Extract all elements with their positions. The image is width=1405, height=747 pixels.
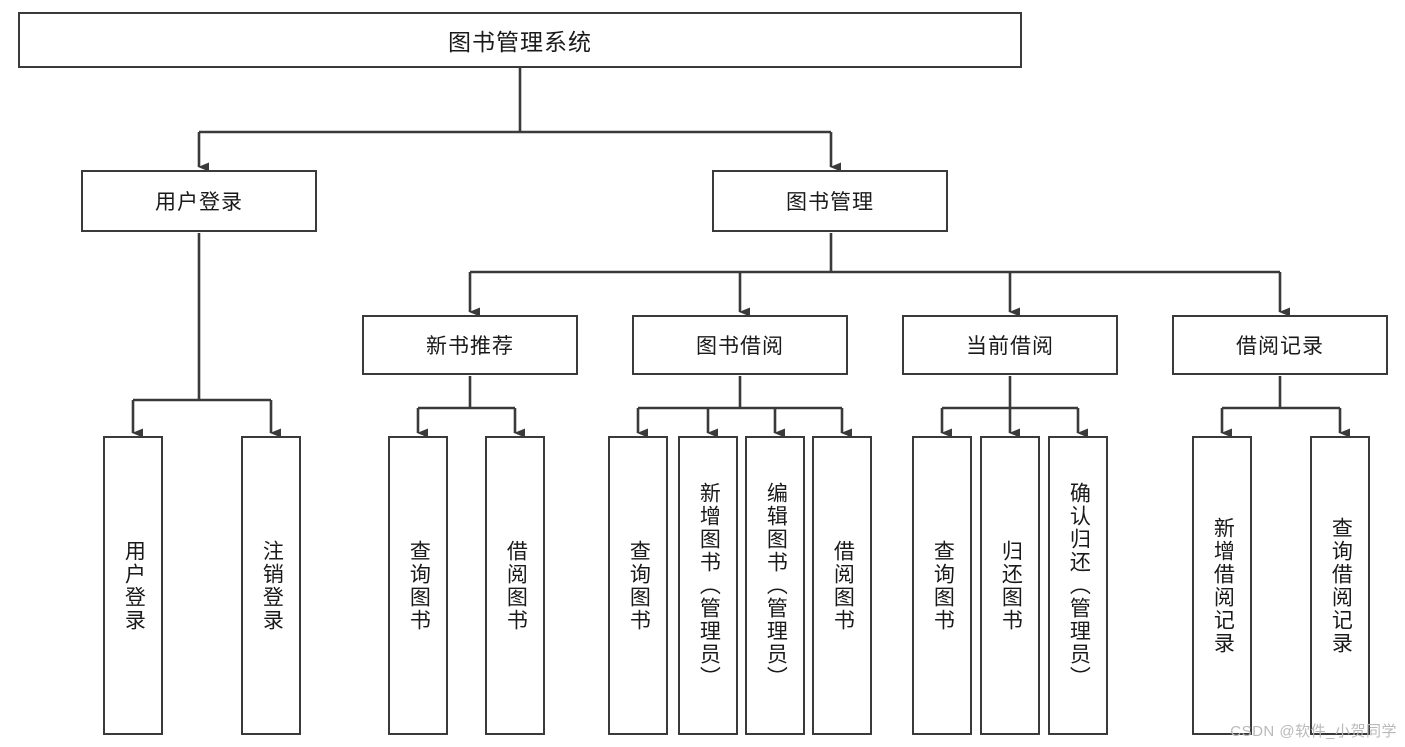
leaf-current-return-book[interactable]: 归还图书 [980,436,1040,735]
node-book-borrow[interactable]: 图书借阅 [632,315,848,375]
leaf-record-add-record[interactable]: 新增借阅记录 [1192,436,1252,735]
node-root-label: 图书管理系统 [448,29,592,55]
leaf-user-login-logout[interactable]: 注销登录 [241,436,301,735]
leaf-record-query-record[interactable]: 查询借阅记录 [1310,436,1370,735]
leaf-label: 确认归还（管理员） [1067,482,1091,689]
leaf-label: 借阅图书 [831,539,855,632]
node-borrow-record[interactable]: 借阅记录 [1172,315,1388,375]
leaf-label: 新增借阅记录 [1211,516,1235,655]
node-new-book-recommend-label: 新书推荐 [426,335,514,358]
leaf-user-login-login[interactable]: 用户登录 [103,436,163,735]
node-borrow-record-label: 借阅记录 [1236,335,1324,358]
node-current-borrow-label: 当前借阅 [966,335,1054,358]
leaf-label: 归还图书 [999,539,1023,632]
leaf-label: 新增图书（管理员） [697,482,721,689]
csdn-watermark: CSDN @软件_小贺同学 [1230,723,1397,740]
leaf-borrow-query-book[interactable]: 查询图书 [608,436,668,735]
leaf-label: 借阅图书 [504,539,528,632]
leaf-label: 查询图书 [407,539,431,632]
node-book-borrow-label: 图书借阅 [696,335,784,358]
node-current-borrow[interactable]: 当前借阅 [902,315,1118,375]
leaf-label: 编辑图书（管理员） [764,482,788,689]
leaf-label: 查询图书 [931,539,955,632]
leaf-label: 查询图书 [627,539,651,632]
leaf-recommend-borrow-book[interactable]: 借阅图书 [485,436,545,735]
node-user-login-label: 用户登录 [155,191,243,214]
node-user-login[interactable]: 用户登录 [81,170,317,232]
leaf-borrow-edit-book-admin[interactable]: 编辑图书（管理员） [745,436,805,735]
node-root[interactable]: 图书管理系统 [18,12,1022,68]
node-book-management-label: 图书管理 [786,191,874,214]
leaf-label: 查询借阅记录 [1329,516,1353,655]
node-book-management[interactable]: 图书管理 [712,170,948,232]
leaf-label: 注销登录 [260,539,284,632]
leaf-current-query-book[interactable]: 查询图书 [912,436,972,735]
leaf-current-confirm-return-admin[interactable]: 确认归还（管理员） [1048,436,1108,735]
leaf-recommend-query-book[interactable]: 查询图书 [388,436,448,735]
node-new-book-recommend[interactable]: 新书推荐 [362,315,578,375]
leaf-borrow-add-book-admin[interactable]: 新增图书（管理员） [678,436,738,735]
leaf-label: 用户登录 [122,539,146,632]
leaf-borrow-borrow-book[interactable]: 借阅图书 [812,436,872,735]
